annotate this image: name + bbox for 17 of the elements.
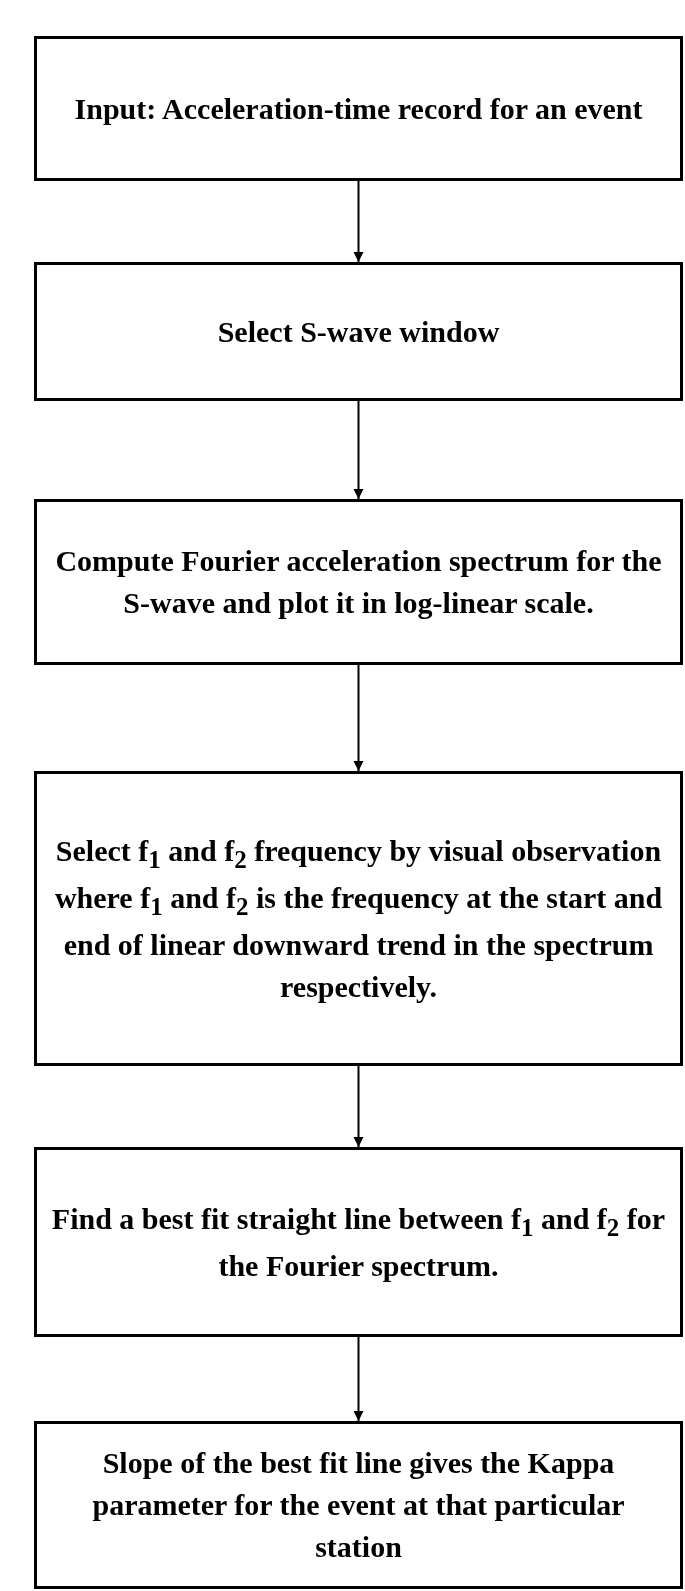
step-text: Select f$_{1}$ and f$_{2}$ frequency by visual observation where f$_{1}$ and f$_{2}$ is the frequency at the start and end of linear downward trend in the spectrum respectively. — [53, 832, 664, 1005]
arrow — [353, 664, 364, 772]
arrow — [353, 400, 364, 500]
step-text: Compute Fourier acceleration spectrum for the S-wave and plot it in log-linear scale. — [54, 543, 663, 621]
step-text: Find a best fit straight line between f$_{1}$ and f$_{2}$ for the Fourier spectrum. — [50, 1200, 667, 1284]
process-box — [34, 499, 683, 665]
step-text: Input: Acceleration-time record for an event — [74, 90, 643, 127]
process-box — [34, 1147, 683, 1337]
arrow — [353, 1336, 364, 1422]
process-box — [34, 771, 683, 1066]
arrow — [353, 1065, 364, 1148]
arrow — [353, 180, 364, 263]
process-box — [34, 1421, 683, 1589]
process-box — [34, 262, 683, 401]
process-box — [34, 36, 683, 181]
step-text: Slope of the best fit line gives the Kappa parameter for the event at that particular station — [91, 1445, 626, 1565]
step-text: Select S-wave window — [217, 313, 500, 350]
